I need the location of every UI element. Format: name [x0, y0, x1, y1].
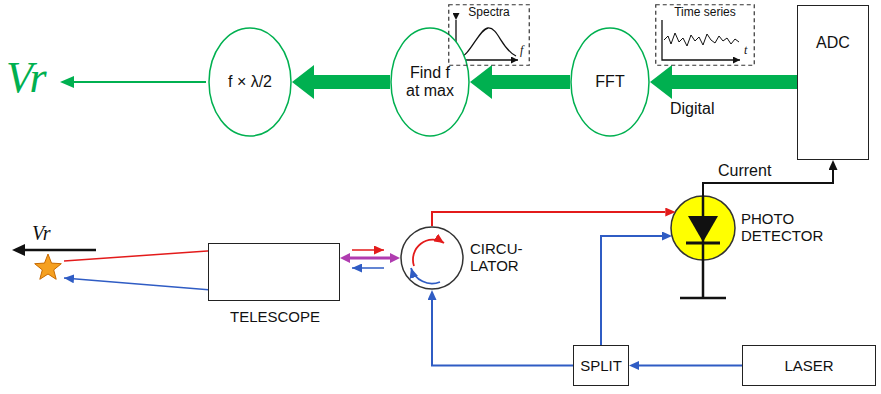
node-label: Time series — [674, 6, 736, 20]
diode-symbol — [688, 216, 718, 242]
process-ellipse: f × λ/2 — [208, 27, 292, 137]
node-label: f × λ/2 — [215, 73, 285, 91]
target-star — [35, 254, 62, 279]
node-label: FFT — [580, 73, 640, 91]
velocity-arrow — [24, 249, 96, 252]
connector — [350, 257, 390, 260]
ground-symbol — [680, 297, 726, 300]
adc-box: ADC — [797, 5, 869, 160]
velocity-arrowhead — [12, 244, 25, 256]
node-label: Spectra — [468, 6, 509, 20]
connector — [639, 365, 742, 367]
node-heading: PHOTO DETECTOR — [741, 210, 841, 245]
plot-inset: Time series — [655, 4, 755, 66]
node-label: LASER — [784, 357, 833, 374]
axis-label: t — [744, 44, 747, 57]
process-ellipse: FFT — [570, 27, 650, 137]
return-direction — [352, 249, 384, 251]
dashed-frame — [656, 5, 755, 66]
output-arrowhead — [60, 76, 74, 88]
node-heading: TELESCOPE — [189, 308, 361, 325]
node-outline — [400, 226, 464, 290]
ellipse-outline — [571, 28, 649, 136]
connector — [492, 75, 570, 89]
laser-box: LASER — [742, 345, 876, 386]
node-label: SPLIT — [580, 357, 622, 374]
plot-inset: Spectra — [448, 4, 530, 66]
connector — [672, 75, 797, 89]
split-box: SPLIT — [573, 345, 629, 386]
velocity-symbol: Vr — [32, 222, 51, 244]
node-heading: CIRCU- LATOR — [470, 240, 534, 275]
connector — [314, 75, 390, 89]
output-symbol: Vr — [6, 54, 47, 102]
axis-label: f — [520, 44, 523, 57]
dashed-frame — [449, 5, 530, 66]
connector — [432, 212, 665, 226]
photodetector: PHOTO DETECTOR — [671, 196, 735, 260]
connector-label: Digital — [668, 100, 716, 118]
node-label: ADC — [816, 34, 850, 52]
connector-label: Current — [716, 162, 773, 180]
ellipse-outline — [209, 28, 291, 136]
telescope-box: TELESCOPE — [208, 243, 340, 301]
outgoing-direction — [352, 267, 384, 269]
diode-bar — [686, 242, 720, 245]
circulator-ring — [401, 227, 463, 289]
output-arrow — [72, 81, 206, 83]
node-label: Find f at max — [404, 64, 456, 101]
connector — [432, 300, 573, 366]
circulator: CIRCU- LATOR — [400, 226, 464, 290]
connector — [601, 236, 662, 345]
detector-wire — [702, 196, 705, 298]
